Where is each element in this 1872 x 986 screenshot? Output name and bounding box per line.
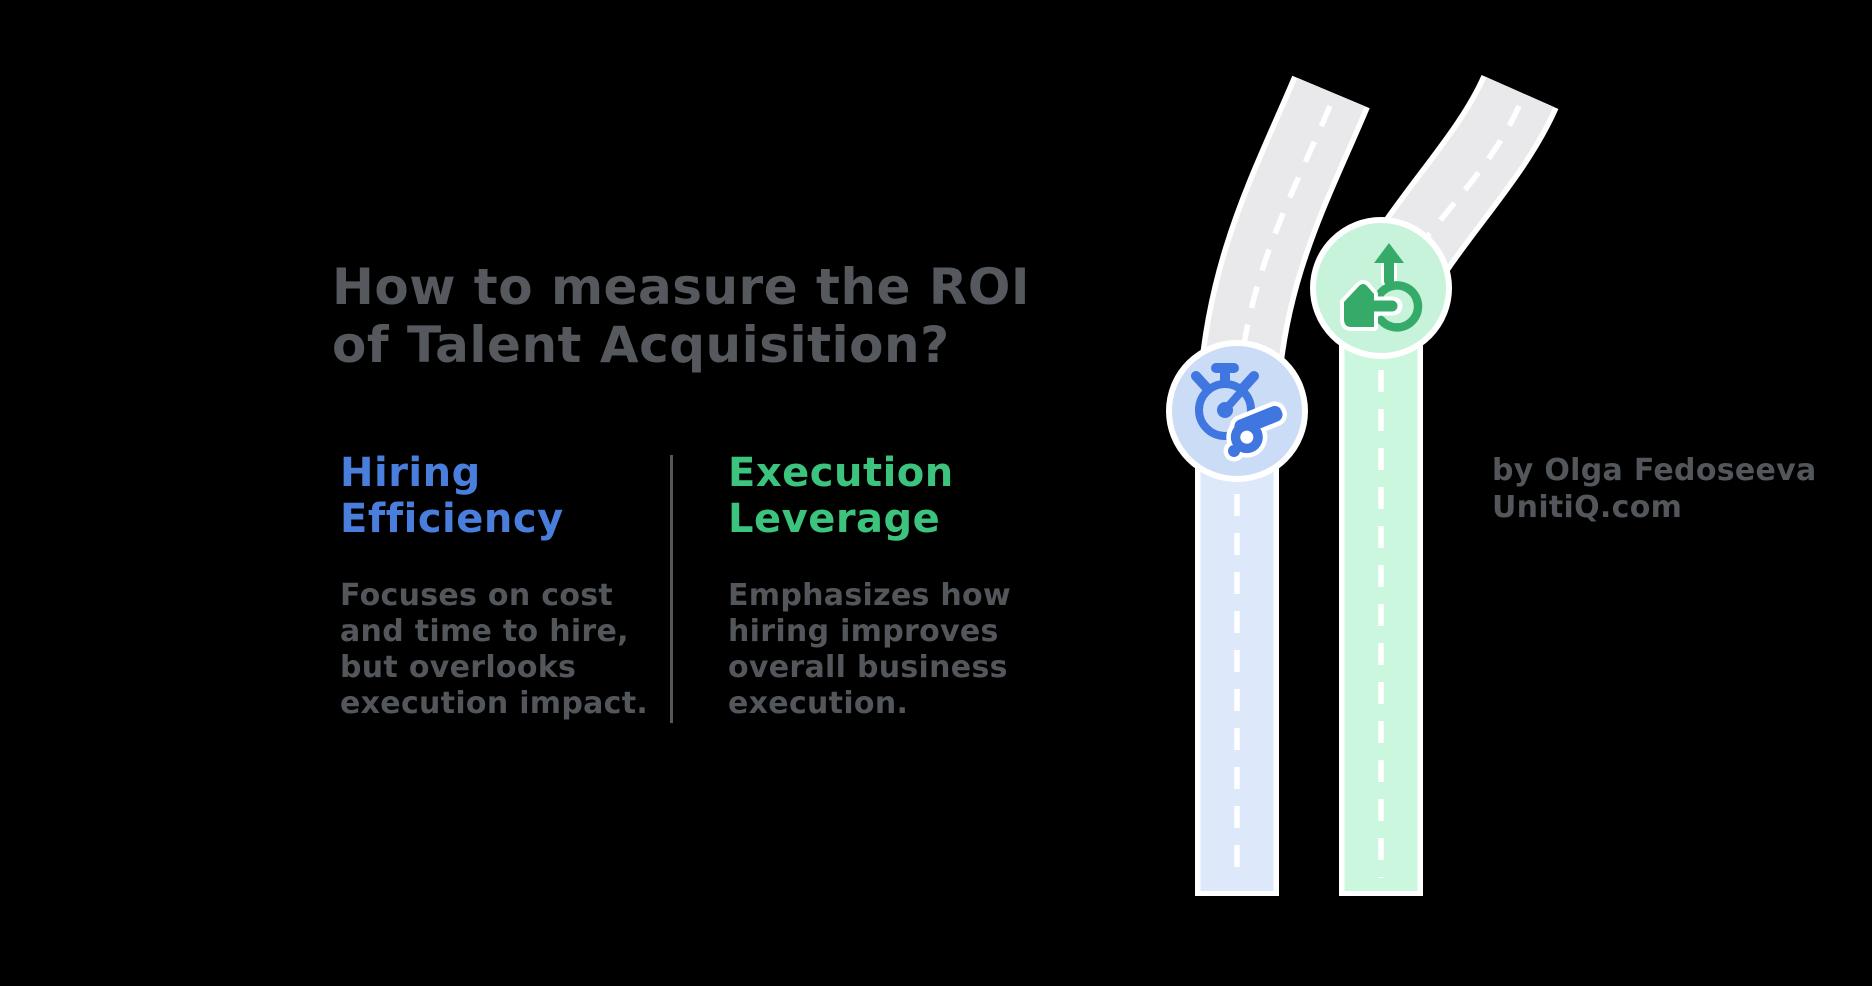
- heading-line-2: Leverage: [728, 496, 941, 542]
- hiring-efficiency-heading: Hiring Efficiency: [340, 450, 670, 542]
- whistle-shape: [1223, 401, 1288, 462]
- heading-line-1: Hiring: [340, 450, 481, 496]
- author-name: by Olga Fedoseeva: [1492, 453, 1817, 488]
- author-site: UnitiQ.com: [1492, 490, 1683, 525]
- hiring-efficiency-description: Focuses on cost and time to hire, but ov…: [340, 578, 649, 721]
- execution-leverage-column: Execution Leverage Emphasizes how hiring…: [728, 450, 1058, 722]
- stopwatch-whistle-icon: [1191, 363, 1288, 462]
- heading-line-2: Efficiency: [340, 496, 564, 542]
- execution-leverage-description: Emphasizes how hiring improves overall b…: [728, 578, 1011, 721]
- column-divider: [670, 455, 673, 723]
- execution-leverage-heading: Execution Leverage: [728, 450, 1058, 542]
- title-line-1: How to measure the ROI: [332, 258, 1030, 316]
- hand-leverage-arrow-icon: [1340, 243, 1423, 332]
- heading-line-1: Execution: [728, 450, 954, 496]
- page-title: How to measure the ROI of Talent Acquisi…: [332, 258, 1030, 374]
- author-credit: by Olga Fedoseeva UnitiQ.com: [1492, 452, 1817, 526]
- title-line-2: of Talent Acquisition?: [332, 316, 950, 374]
- hiring-efficiency-column: Hiring Efficiency Focuses on cost and ti…: [340, 450, 670, 722]
